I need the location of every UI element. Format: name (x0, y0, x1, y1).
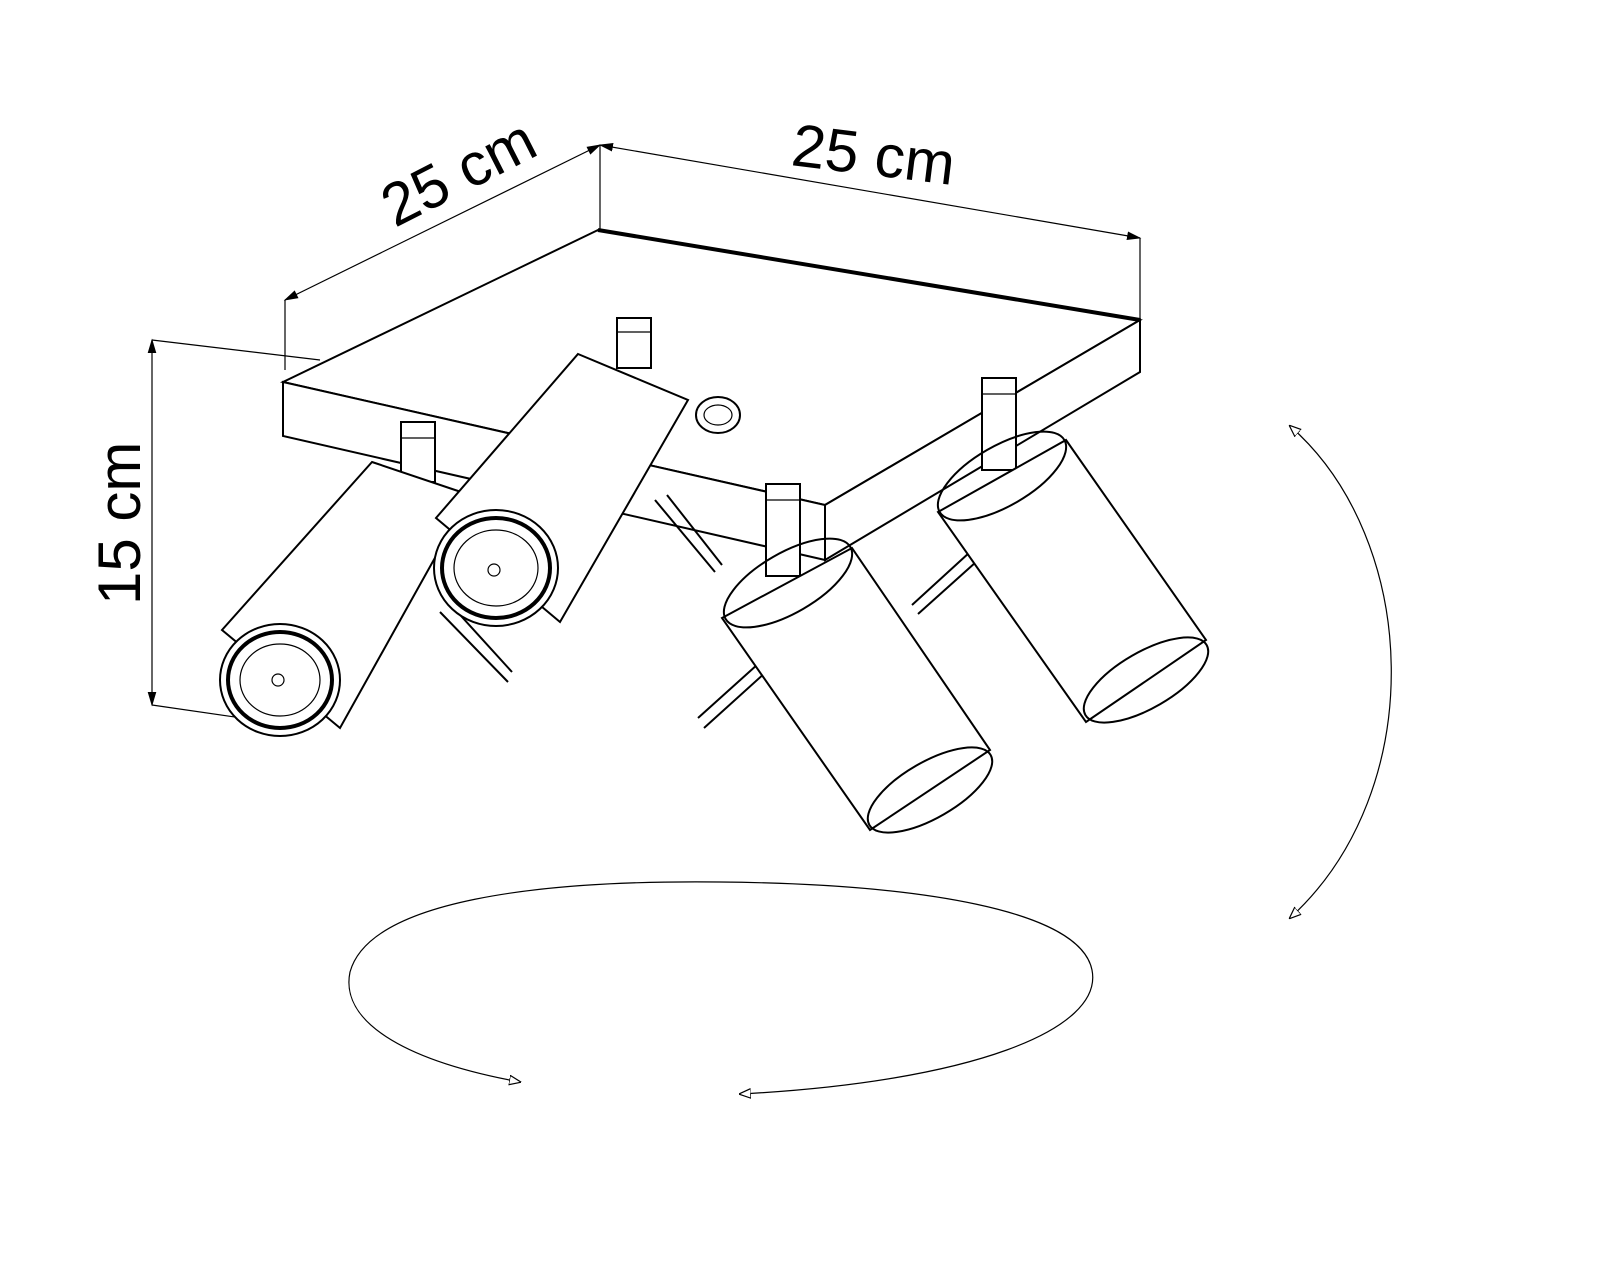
spotlight-1-face (219, 623, 341, 737)
spotlight-3-knob (697, 663, 759, 719)
swivel-rotation-ellipse (348, 881, 1094, 1094)
spotlight-2-bulb-icon (487, 563, 501, 577)
swivel-arrow-icon (348, 881, 1094, 1094)
spotlight-3-rear-cap (722, 537, 854, 629)
spotlight-3-stem (765, 483, 801, 577)
spotlight-1 (219, 421, 513, 737)
spotlight-1-stem (400, 421, 436, 483)
spotlight-2-knob (654, 499, 716, 573)
spotlight-4-rear-cap (936, 430, 1068, 522)
tilt-arrow-icon (1290, 426, 1392, 918)
spotlight-2-stem (616, 317, 652, 369)
spotlight-1-knob (439, 611, 509, 683)
spotlight-4-body (936, 438, 1208, 724)
depth-label: 25 cm (370, 106, 546, 240)
height-label: 15 cm (86, 442, 153, 605)
spotlight-2-face (433, 509, 559, 627)
spotlight-4-knob (911, 551, 971, 606)
center-screw-icon (695, 396, 741, 434)
spotlight-4-stem (981, 377, 1017, 471)
spotlight-1-bulb-icon (271, 673, 285, 687)
width-dimension-line (598, 142, 1142, 241)
spotlight-4 (911, 377, 1210, 724)
spotlight-3 (697, 483, 994, 834)
base-plate-corner (282, 363, 321, 383)
width-label: 25 cm (788, 111, 958, 197)
spotlight-3-body (720, 546, 992, 832)
tilt-rotation-arc (1290, 426, 1392, 918)
base-plate-back-edge (597, 228, 1141, 322)
height-extension-top (151, 339, 321, 361)
spotlight-2 (433, 317, 723, 627)
depth-dimension-line (283, 144, 602, 301)
